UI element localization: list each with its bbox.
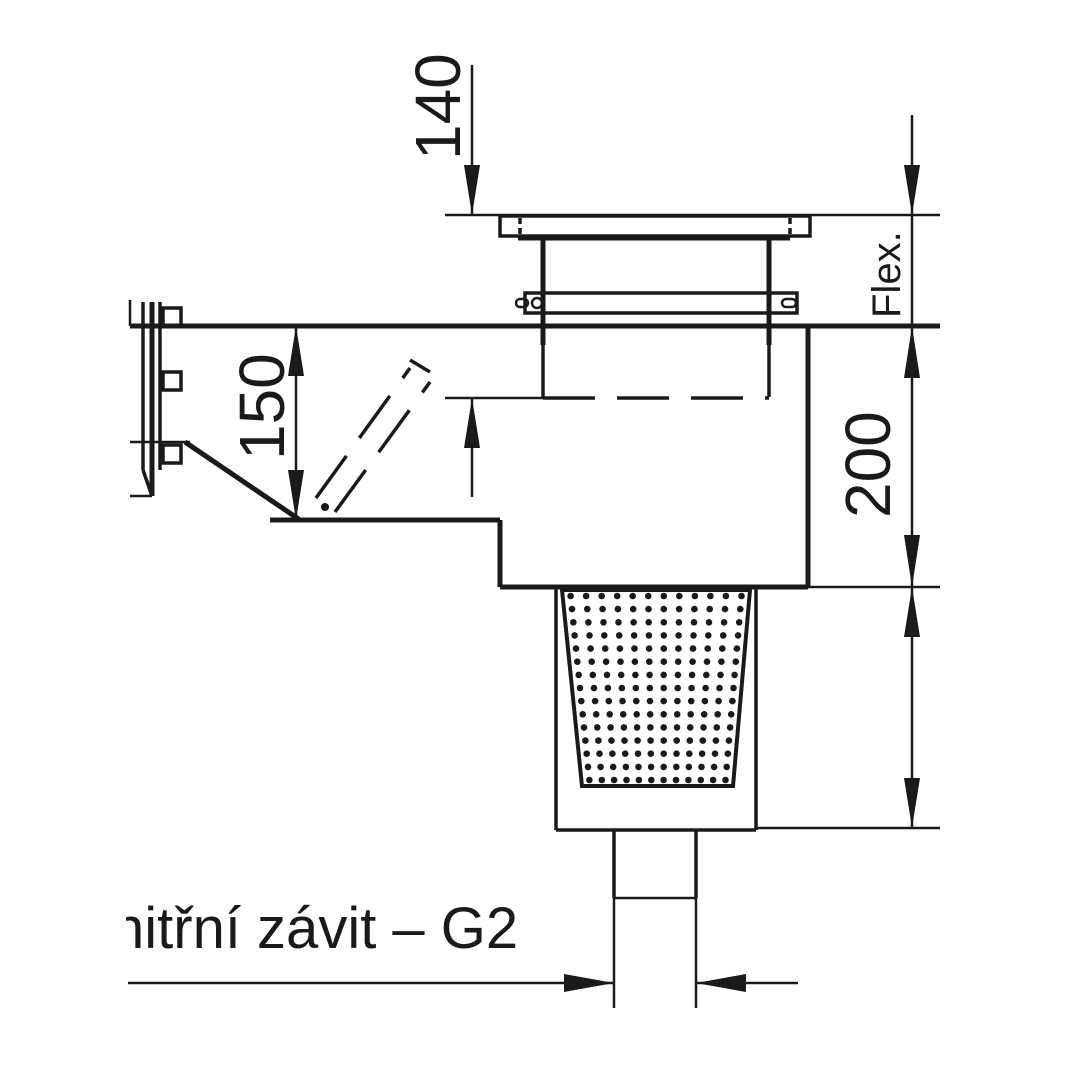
dimension-150: 150 (226, 326, 304, 520)
perforated-basket (559, 588, 753, 788)
drain-body (130, 323, 940, 590)
clamp-band (514, 291, 799, 315)
wall-flange (128, 300, 190, 498)
dimension-basket-height (904, 587, 920, 828)
dimension-flex: Flex. (865, 115, 920, 326)
dimension-flex-label: Flex. (865, 231, 909, 318)
dimension-outlet-width (128, 974, 798, 992)
dimension-140-label: 140 (402, 53, 474, 160)
dimension-200-label: 200 (832, 411, 904, 518)
odour-trap-flap (314, 358, 432, 514)
outlet-thread-label: nitřní závit – G2 (112, 896, 518, 961)
riser-pipe (540, 238, 772, 400)
basket-housing (554, 587, 940, 832)
dimension-150-label: 150 (226, 353, 298, 460)
outlet-spigot (612, 830, 698, 1008)
grating-frame (445, 213, 940, 241)
dimension-140: 140 (402, 53, 545, 497)
dimension-200: 200 (808, 326, 940, 589)
